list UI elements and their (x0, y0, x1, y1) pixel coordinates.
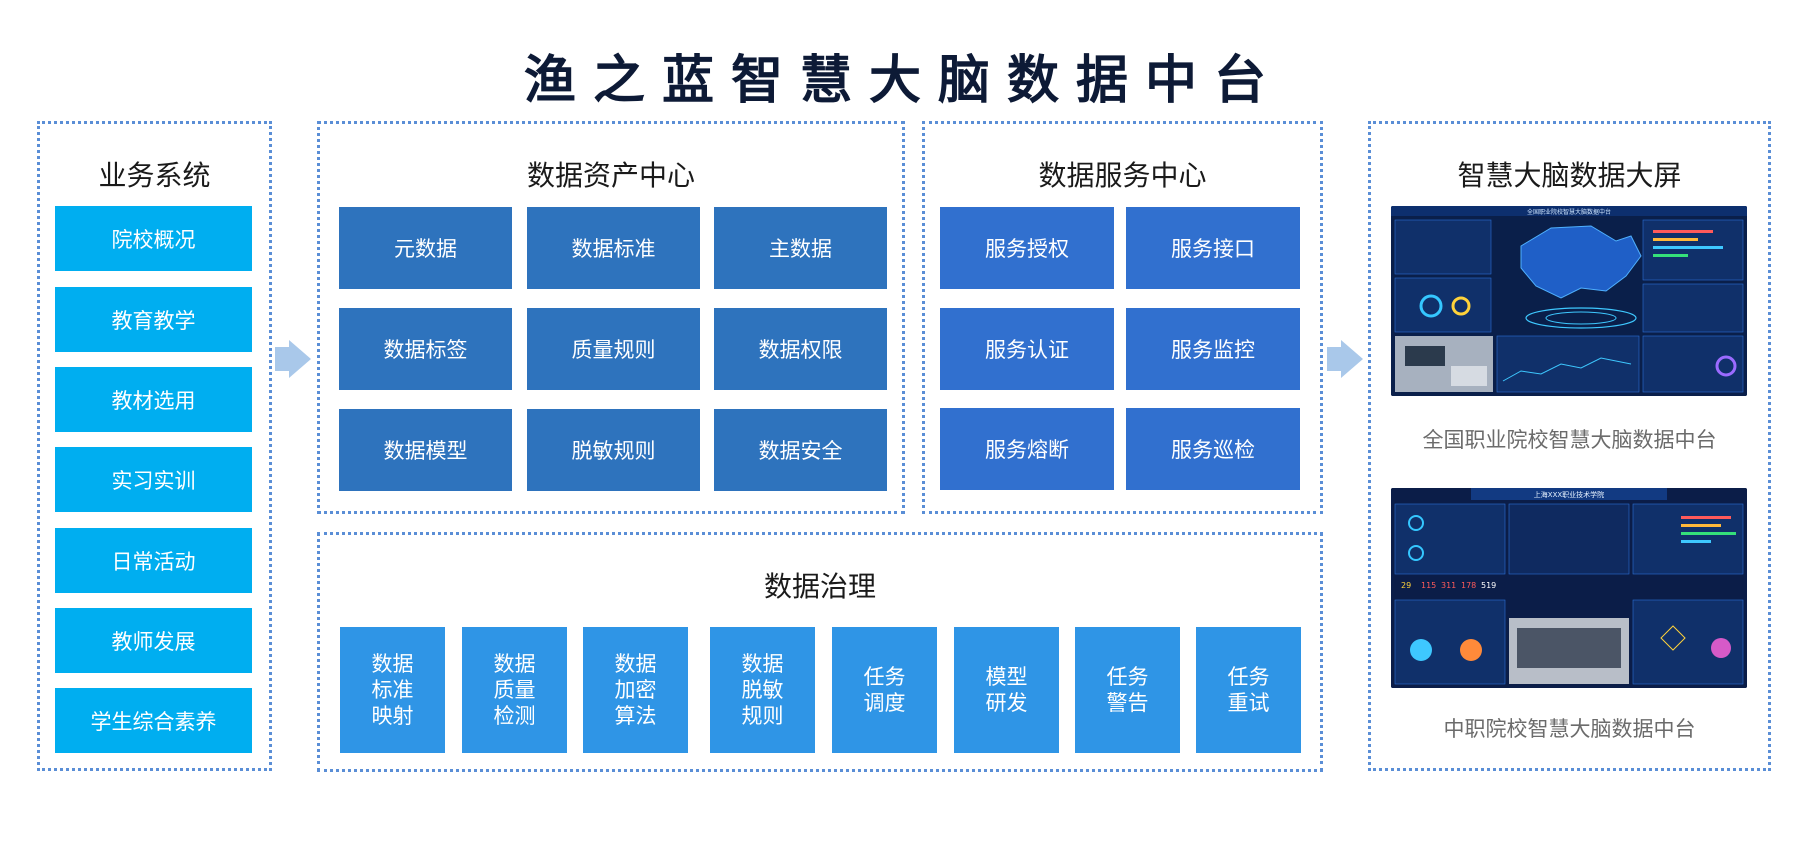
business-item[interactable]: 院校概况 (55, 206, 252, 271)
governance-item-line: 研发 (985, 691, 1028, 715)
business-item[interactable]: 学生综合素养 (55, 688, 252, 753)
dashboard-national-banner: 全国职业院校智慧大脑数据中台 (1527, 208, 1611, 216)
governance-item-line: 数据 (493, 652, 536, 676)
business-item[interactable]: 实习实训 (55, 447, 252, 512)
business-item[interactable]: 教材选用 (55, 367, 252, 432)
service-item[interactable]: 服务熔断 (940, 408, 1114, 490)
business-systems-panel: 业务系统 (37, 121, 272, 771)
asset-item[interactable]: 脱敏规则 (527, 409, 700, 491)
governance-item-line: 数据 (371, 652, 414, 676)
governance-item-line: 任务 (863, 665, 906, 689)
governance-item-line: 任务 (1106, 665, 1149, 689)
data-asset-center-title: 数据资产中心 (526, 159, 695, 192)
dashboard-number-4: 178 (1461, 581, 1476, 590)
big-screen-panel: 智慧大脑数据大屏 (1368, 121, 1771, 771)
governance-item-line: 检测 (493, 704, 536, 728)
governance-item-line: 重试 (1227, 691, 1270, 715)
asset-item[interactable]: 数据模型 (339, 409, 512, 491)
dashboard-number-1: 29 (1401, 581, 1411, 590)
dashboard-caption-secondary: 中职院校智慧大脑数据中台 (1443, 717, 1696, 741)
dashboard-caption-national: 全国职业院校智慧大脑数据中台 (1422, 428, 1717, 452)
governance-item[interactable]: 数据脱敏规则 (710, 627, 815, 753)
data-governance-title: 数据治理 (763, 570, 876, 603)
page-title: 渔之蓝智慧大脑数据中台 (523, 51, 1283, 111)
dashboard-secondary-graphic: 上海XXX职业技术学院 29 115 311 178 519 (1391, 488, 1747, 688)
governance-item-line: 脱敏 (741, 678, 784, 702)
asset-item[interactable]: 数据安全 (714, 409, 887, 491)
governance-item[interactable]: 任务重试 (1196, 627, 1301, 753)
asset-item[interactable]: 主数据 (714, 207, 887, 289)
dashboard-secondary-banner: 上海XXX职业技术学院 (1534, 490, 1604, 499)
business-item[interactable]: 教育教学 (55, 287, 252, 352)
service-item[interactable]: 服务接口 (1126, 207, 1300, 289)
governance-item-line: 数据 (614, 652, 657, 676)
big-screen-title: 智慧大脑数据大屏 (1457, 159, 1682, 192)
governance-item[interactable]: 任务警告 (1075, 627, 1180, 753)
data-asset-center-panel: 数据资产中心 (317, 121, 905, 514)
governance-item-line: 标准 (371, 678, 414, 702)
business-item[interactable]: 日常活动 (55, 528, 252, 593)
governance-item[interactable]: 数据加密算法 (583, 627, 688, 753)
dashboard-number-2: 115 (1421, 581, 1436, 590)
service-item[interactable]: 服务监控 (1126, 308, 1300, 390)
governance-item-line: 任务 (1227, 665, 1270, 689)
asset-item[interactable]: 质量规则 (527, 308, 700, 390)
service-item[interactable]: 服务巡检 (1126, 408, 1300, 490)
governance-item[interactable]: 数据标准映射 (340, 627, 445, 753)
dashboard-screenshot-national: 全国职业院校智慧大脑数据中台 (1391, 206, 1747, 396)
governance-item-line: 映射 (371, 704, 414, 728)
business-systems-title: 业务系统 (98, 159, 211, 192)
governance-item-line: 算法 (614, 704, 657, 728)
service-item[interactable]: 服务授权 (940, 207, 1114, 289)
governance-item[interactable]: 数据质量检测 (462, 627, 567, 753)
data-service-center-panel: 数据服务中心 (922, 121, 1323, 514)
governance-item-line: 数据 (741, 652, 784, 676)
asset-item[interactable]: 数据标签 (339, 308, 512, 390)
asset-item[interactable]: 数据标准 (527, 207, 700, 289)
asset-item[interactable]: 元数据 (339, 207, 512, 289)
governance-item[interactable]: 任务调度 (832, 627, 937, 753)
dashboard-number-3: 311 (1441, 581, 1456, 590)
dashboard-number-5: 519 (1481, 581, 1496, 590)
service-item[interactable]: 服务认证 (940, 308, 1114, 390)
asset-item[interactable]: 数据权限 (714, 308, 887, 390)
dashboard-national-graphic: 全国职业院校智慧大脑数据中台 (1391, 206, 1747, 396)
governance-item-line: 模型 (985, 665, 1028, 689)
governance-item-line: 规则 (741, 704, 784, 728)
governance-item-line: 警告 (1106, 691, 1149, 715)
data-service-center-title: 数据服务中心 (1038, 159, 1207, 192)
business-item[interactable]: 教师发展 (55, 608, 252, 673)
governance-item-line: 调度 (863, 691, 906, 715)
governance-item-line: 质量 (493, 678, 536, 702)
governance-item[interactable]: 模型研发 (954, 627, 1059, 753)
governance-item-line: 加密 (614, 678, 657, 702)
data-governance-panel: 数据治理 (317, 532, 1323, 772)
dashboard-screenshot-secondary: 上海XXX职业技术学院 29 115 311 178 519 (1391, 488, 1747, 688)
